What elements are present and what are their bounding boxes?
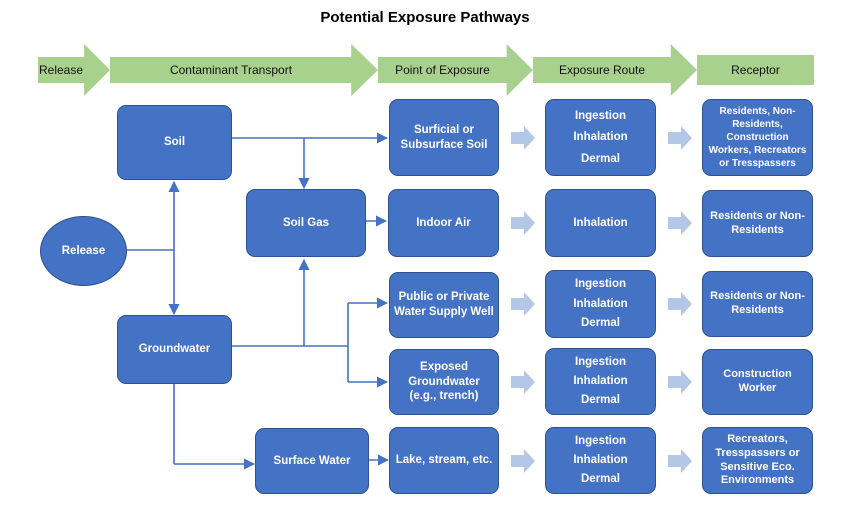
point-indoor-air: Indoor Air: [388, 189, 499, 257]
block-arrow-icon: [668, 370, 692, 394]
groundwater-node: Groundwater: [117, 315, 232, 384]
soil-gas-node: Soil Gas: [246, 189, 366, 257]
route-row-1: Ingestion Inhalation Dermal: [545, 99, 656, 176]
soil-node: Soil: [117, 105, 232, 180]
point-water-supply-well-label: Public or Private Water Supply Well: [394, 291, 494, 318]
point-exposed-groundwater-label: Exposed Groundwater (e.g., trench): [408, 360, 480, 403]
receptor-row-2: Residents or Non-Residents: [702, 190, 813, 257]
receptor-row-3: Residents or Non-Residents: [702, 271, 813, 337]
route-ingestion: Ingestion: [574, 435, 627, 448]
block-arrow-icon: [511, 211, 535, 235]
header-receptor: Receptor: [697, 55, 814, 85]
receptor-row-1-label: Residents, Non-Residents, Construction W…: [708, 106, 807, 169]
point-indoor-air-label: Indoor Air: [416, 216, 471, 229]
groundwater-node-label: Groundwater: [138, 343, 211, 356]
release-node: Release: [40, 216, 127, 286]
block-arrow-icon: [511, 292, 535, 316]
soil-node-label: Soil: [163, 136, 186, 149]
header-point-of-exposure-label: Point of Exposure: [395, 63, 490, 77]
receptor-row-5-label: Recreators, Tresspassers or Sensitive Ec…: [715, 433, 800, 487]
point-soil: Surficial or Subsurface Soil: [389, 99, 499, 176]
block-arrow-icon: [511, 370, 535, 394]
route-dermal: Dermal: [581, 316, 620, 329]
receptor-row-3-label: Residents or Non-Residents: [710, 290, 805, 316]
block-arrow-icon: [668, 449, 692, 473]
route-dermal: Dermal: [581, 152, 620, 165]
block-arrow-icon: [668, 292, 692, 316]
point-lake-stream: Lake, stream, etc.: [389, 427, 499, 494]
header-receptor-label: Receptor: [731, 63, 780, 77]
route-inhalation: Inhalation: [573, 297, 628, 310]
route-dermal: Dermal: [581, 473, 620, 486]
route-row-5: Ingestion Inhalation Dermal: [545, 427, 656, 494]
route-inhalation: Inhalation: [573, 375, 628, 388]
release-node-label: Release: [61, 244, 106, 257]
block-arrow-icon: [511, 449, 535, 473]
block-arrow-icon: [668, 211, 692, 235]
route-inhalation: Inhalation: [573, 216, 628, 229]
header-exposure-route-label: Exposure Route: [558, 63, 646, 77]
route-row-2: Inhalation: [545, 189, 656, 257]
point-lake-stream-label: Lake, stream, etc.: [395, 454, 493, 467]
receptor-row-1: Residents, Non-Residents, Construction W…: [702, 99, 813, 176]
route-inhalation: Inhalation: [573, 131, 628, 144]
diagram-title: Potential Exposure Pathways: [320, 9, 530, 26]
receptor-row-2-label: Residents or Non-Residents: [710, 209, 805, 236]
receptor-row-4: Construction Worker: [702, 349, 813, 415]
route-dermal: Dermal: [581, 394, 620, 407]
receptor-row-5: Recreators, Tresspassers or Sensitive Ec…: [702, 427, 813, 494]
route-row-4: Ingestion Inhalation Dermal: [545, 348, 656, 415]
block-arrow-icon: [668, 126, 692, 150]
point-soil-label: Surficial or Subsurface Soil: [400, 123, 488, 151]
header-contaminant-transport-label: Contaminant Transport: [169, 63, 293, 77]
surface-water-node-label: Surface Water: [273, 454, 351, 467]
point-water-supply-well: Public or Private Water Supply Well: [389, 272, 499, 338]
route-ingestion: Ingestion: [574, 278, 627, 291]
receptor-row-4-label: Construction Worker: [723, 368, 792, 394]
point-exposed-groundwater: Exposed Groundwater (e.g., trench): [389, 349, 499, 415]
block-arrow-icon: [511, 126, 535, 150]
surface-water-node: Surface Water: [255, 428, 369, 494]
route-inhalation: Inhalation: [573, 454, 628, 467]
soil-gas-node-label: Soil Gas: [282, 216, 330, 229]
route-row-3: Ingestion Inhalation Dermal: [545, 270, 656, 338]
header-release-label: Release: [38, 63, 84, 77]
route-ingestion: Ingestion: [574, 356, 627, 369]
route-ingestion: Ingestion: [574, 109, 627, 122]
